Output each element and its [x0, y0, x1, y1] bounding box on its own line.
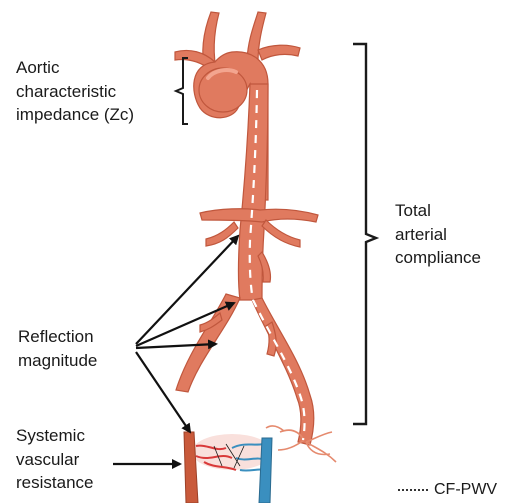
- carotid-branch-right: [258, 45, 300, 60]
- arrow-icon: [136, 352, 190, 432]
- compliance-label-line-1: Total: [395, 199, 481, 223]
- compliance-bracket: [353, 44, 376, 424]
- resistance-label: Systemic vascular resistance: [16, 424, 93, 495]
- branch-right-low: [262, 220, 300, 247]
- resistance-label-line-1: Systemic: [16, 424, 93, 448]
- resistance-label-line-2: vascular: [16, 448, 93, 472]
- reflection-label: Reflection magnitude: [18, 325, 97, 372]
- legend: CF-PWV: [398, 480, 497, 500]
- zc-label-line-3: impedance (Zc): [16, 103, 134, 127]
- reflection-label-line-2: magnitude: [18, 349, 97, 373]
- legend-dash-icon: [398, 489, 428, 491]
- reflection-label-line-1: Reflection: [18, 325, 97, 349]
- zc-label-line-1: Aortic: [16, 56, 134, 80]
- legend-label: CF-PWV: [434, 481, 497, 498]
- compliance-label-line-3: compliance: [395, 246, 481, 270]
- ascending-aorta: [199, 68, 247, 112]
- celiac-branches: [200, 209, 318, 222]
- left-iliac-artery: [176, 294, 240, 392]
- capillary-bed-illustration: [184, 432, 272, 503]
- arteriole: [184, 432, 198, 503]
- zc-bracket: [176, 58, 188, 124]
- resistance-label-line-3: resistance: [16, 471, 93, 495]
- right-iliac-artery: [252, 298, 314, 445]
- zc-label-line-2: characteristic: [16, 80, 134, 104]
- reflection-arrows: [136, 236, 238, 432]
- total-compliance-label: Total arterial compliance: [395, 199, 481, 270]
- zc-label: Aortic characteristic impedance (Zc): [16, 56, 134, 127]
- aorta-illustration: [175, 12, 318, 445]
- compliance-label-line-2: arterial: [395, 223, 481, 247]
